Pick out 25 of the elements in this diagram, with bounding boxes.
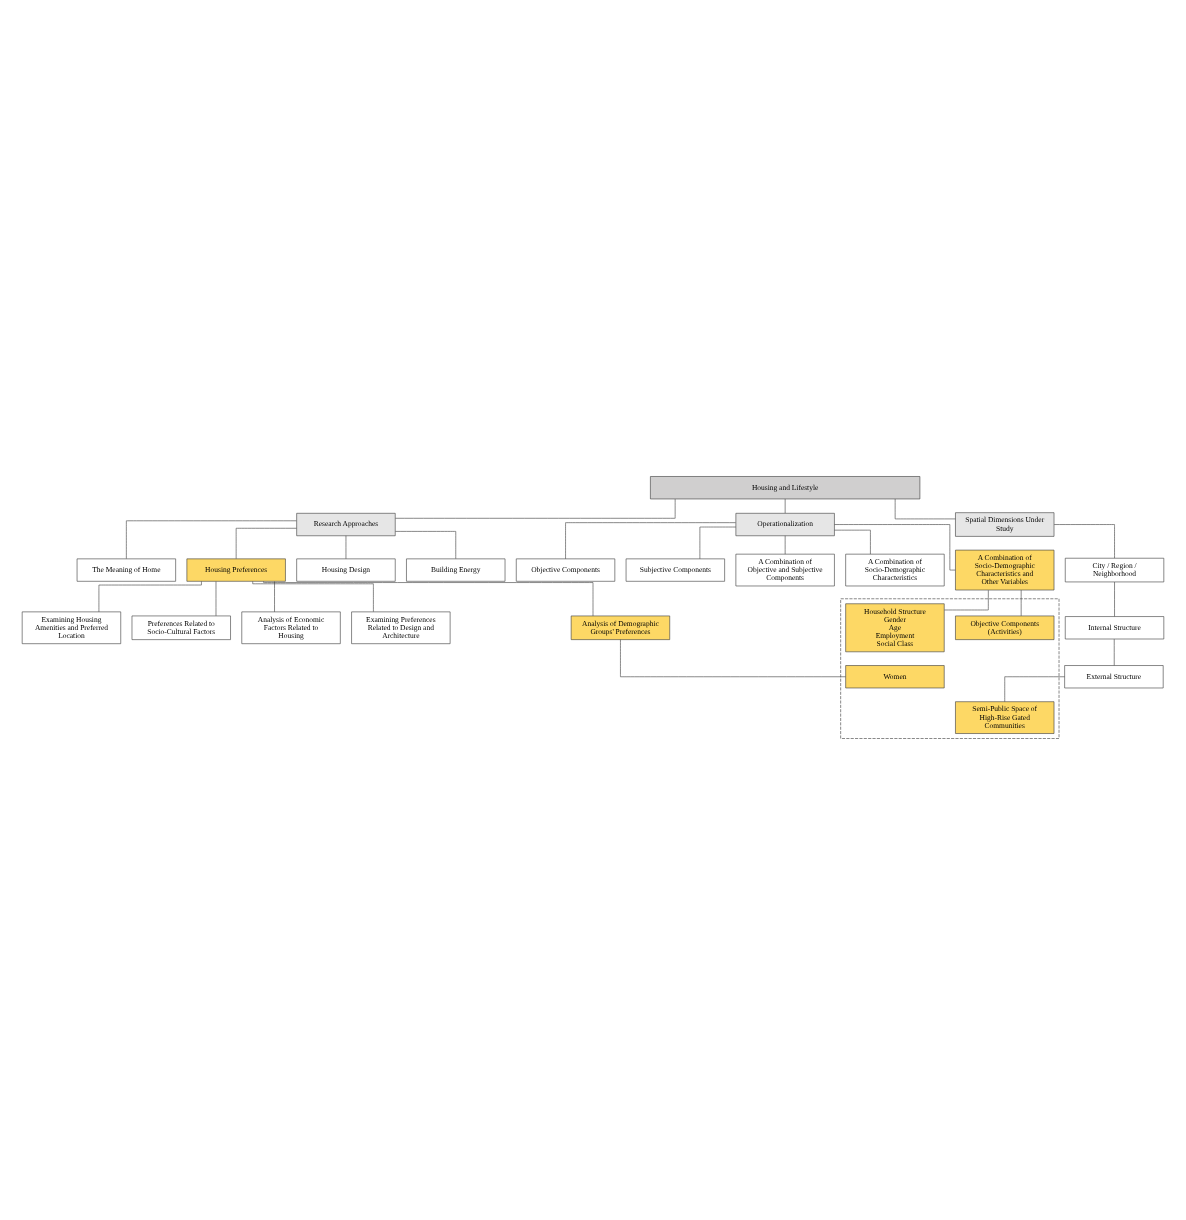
connector [699,526,737,560]
connector [235,527,297,559]
connector [834,529,871,555]
connector [274,581,275,613]
connector [98,581,202,613]
connector [1113,638,1115,666]
cluster [840,598,1060,739]
connector [395,498,676,519]
connector [252,581,374,612]
connector [1004,676,1065,702]
connector [1114,581,1115,617]
connector [944,589,989,611]
connector [395,531,457,559]
connector [784,498,786,514]
connector [834,524,956,571]
connector [263,581,594,617]
connector [215,581,217,617]
connector [565,522,736,560]
connector [894,498,956,520]
connector [1053,524,1115,559]
connector [345,535,347,560]
connector [784,535,786,555]
connector [1020,589,1022,617]
connector [620,639,846,678]
connector [126,520,297,559]
